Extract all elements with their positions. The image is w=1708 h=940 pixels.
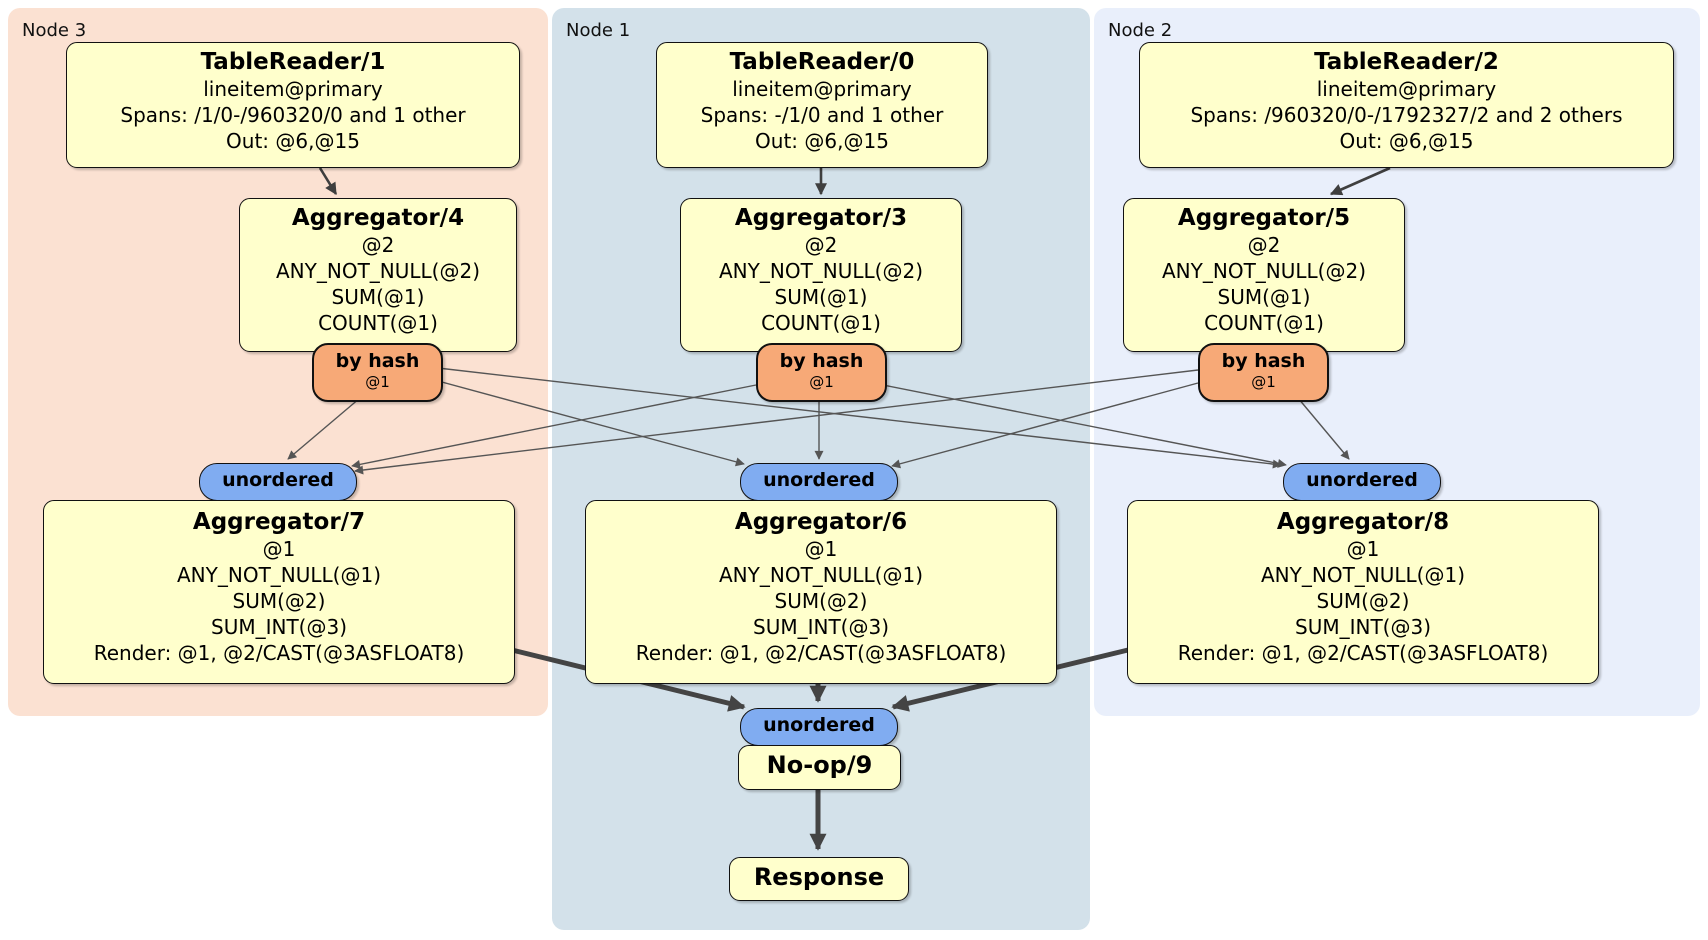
processor-out: Out: @6,@15 xyxy=(1339,129,1474,153)
agg-fn: SUM_INT(@3) xyxy=(211,615,347,639)
sync-unordered-final: unordered xyxy=(740,708,898,746)
processor-aggregator-8: Aggregator/8 @1 ANY_NOT_NULL(@1) SUM(@2)… xyxy=(1127,500,1599,684)
router-by-hash-2: by hash @1 xyxy=(756,343,887,402)
processor-tablereader-1: TableReader/1 lineitem@primary Spans: /1… xyxy=(66,42,520,168)
region-node-1-label: Node 1 xyxy=(566,20,631,41)
agg-fn: COUNT(@1) xyxy=(318,311,438,335)
agg-fn: SUM(@1) xyxy=(331,285,425,309)
agg-fn: SUM_INT(@3) xyxy=(753,615,889,639)
edges-tablereader-to-aggregator xyxy=(318,166,1391,196)
region-node-3-label: Node 3 xyxy=(22,20,87,41)
processor-aggregator-3: Aggregator/3 @2 ANY_NOT_NULL(@2) SUM(@1)… xyxy=(680,198,962,352)
router-label: by hash xyxy=(1221,350,1306,372)
processor-tablereader-2: TableReader/2 lineitem@primary Spans: /9… xyxy=(1139,42,1674,168)
group-cols: @1 xyxy=(804,537,838,561)
agg-fn: SUM(@2) xyxy=(232,589,326,613)
processor-title: Aggregator/4 xyxy=(291,205,465,231)
router-by-hash-3: by hash @1 xyxy=(1198,343,1329,402)
group-cols: @1 xyxy=(262,537,296,561)
sync-unordered-2: unordered xyxy=(740,463,898,501)
processor-title: TableReader/1 xyxy=(200,49,386,75)
render-expr: Render: @1, @2/CAST(@3ASFLOAT8) xyxy=(1177,641,1549,665)
processor-aggregator-6: Aggregator/6 @1 ANY_NOT_NULL(@1) SUM(@2)… xyxy=(585,500,1057,684)
processor-aggregator-5: Aggregator/5 @2 ANY_NOT_NULL(@2) SUM(@1)… xyxy=(1123,198,1405,352)
processor-title: Aggregator/6 xyxy=(734,509,908,535)
agg-fn: SUM(@1) xyxy=(774,285,868,309)
processor-spans: Spans: /1/0-/960320/0 and 1 other xyxy=(120,103,466,127)
agg-fn: ANY_NOT_NULL(@2) xyxy=(276,259,480,283)
processor-table: lineitem@primary xyxy=(1316,77,1497,101)
agg-fn: ANY_NOT_NULL(@1) xyxy=(719,563,923,587)
processor-spans: Spans: /960320/0-/1792327/2 and 2 others xyxy=(1190,103,1623,127)
render-expr: Render: @1, @2/CAST(@3ASFLOAT8) xyxy=(93,641,465,665)
agg-fn: ANY_NOT_NULL(@2) xyxy=(719,259,923,283)
agg-fn: ANY_NOT_NULL(@2) xyxy=(1162,259,1366,283)
processor-aggregator-7: Aggregator/7 @1 ANY_NOT_NULL(@1) SUM(@2)… xyxy=(43,500,515,684)
group-cols: @2 xyxy=(1247,233,1281,257)
processor-title: No-op/9 xyxy=(766,751,873,779)
agg-fn: ANY_NOT_NULL(@1) xyxy=(177,563,381,587)
agg-fn: SUM(@1) xyxy=(1217,285,1311,309)
sync-unordered-1: unordered xyxy=(199,463,357,501)
processor-noop-9: No-op/9 xyxy=(738,745,901,790)
edges-router-to-sync xyxy=(287,367,1350,475)
processor-title: Aggregator/5 xyxy=(1177,205,1351,231)
agg-fn: SUM(@2) xyxy=(1316,589,1410,613)
processor-title: Aggregator/3 xyxy=(734,205,908,231)
processor-out: Out: @6,@15 xyxy=(755,129,889,153)
router-key: @1 xyxy=(809,373,834,391)
agg-fn: COUNT(@1) xyxy=(1204,311,1324,335)
router-label: by hash xyxy=(335,350,420,372)
router-by-hash-1: by hash @1 xyxy=(312,343,443,402)
processor-title: TableReader/2 xyxy=(1314,49,1499,75)
processor-title: Aggregator/7 xyxy=(192,509,366,535)
group-cols: @2 xyxy=(361,233,395,257)
processor-spans: Spans: -/1/0 and 1 other xyxy=(700,103,944,127)
router-key: @1 xyxy=(1251,373,1276,391)
processor-title: TableReader/0 xyxy=(729,49,915,75)
processor-out: Out: @6,@15 xyxy=(226,129,360,153)
processor-table: lineitem@primary xyxy=(732,77,912,101)
processor-table: lineitem@primary xyxy=(203,77,383,101)
sync-unordered-3: unordered xyxy=(1283,463,1441,501)
region-node-2-label: Node 2 xyxy=(1108,20,1173,41)
group-cols: @2 xyxy=(804,233,838,257)
router-key: @1 xyxy=(365,373,390,391)
agg-fn: SUM(@2) xyxy=(774,589,868,613)
processor-title: Aggregator/8 xyxy=(1276,509,1450,535)
agg-fn: COUNT(@1) xyxy=(761,311,881,335)
render-expr: Render: @1, @2/CAST(@3ASFLOAT8) xyxy=(635,641,1007,665)
agg-fn: ANY_NOT_NULL(@1) xyxy=(1261,563,1465,587)
response-node: Response xyxy=(729,857,909,901)
agg-fn: SUM_INT(@3) xyxy=(1295,615,1431,639)
group-cols: @1 xyxy=(1346,537,1380,561)
processor-aggregator-4: Aggregator/4 @2 ANY_NOT_NULL(@2) SUM(@1)… xyxy=(239,198,517,352)
processor-tablereader-0: TableReader/0 lineitem@primary Spans: -/… xyxy=(656,42,988,168)
router-label: by hash xyxy=(779,350,864,372)
processor-title: Response xyxy=(753,863,885,891)
